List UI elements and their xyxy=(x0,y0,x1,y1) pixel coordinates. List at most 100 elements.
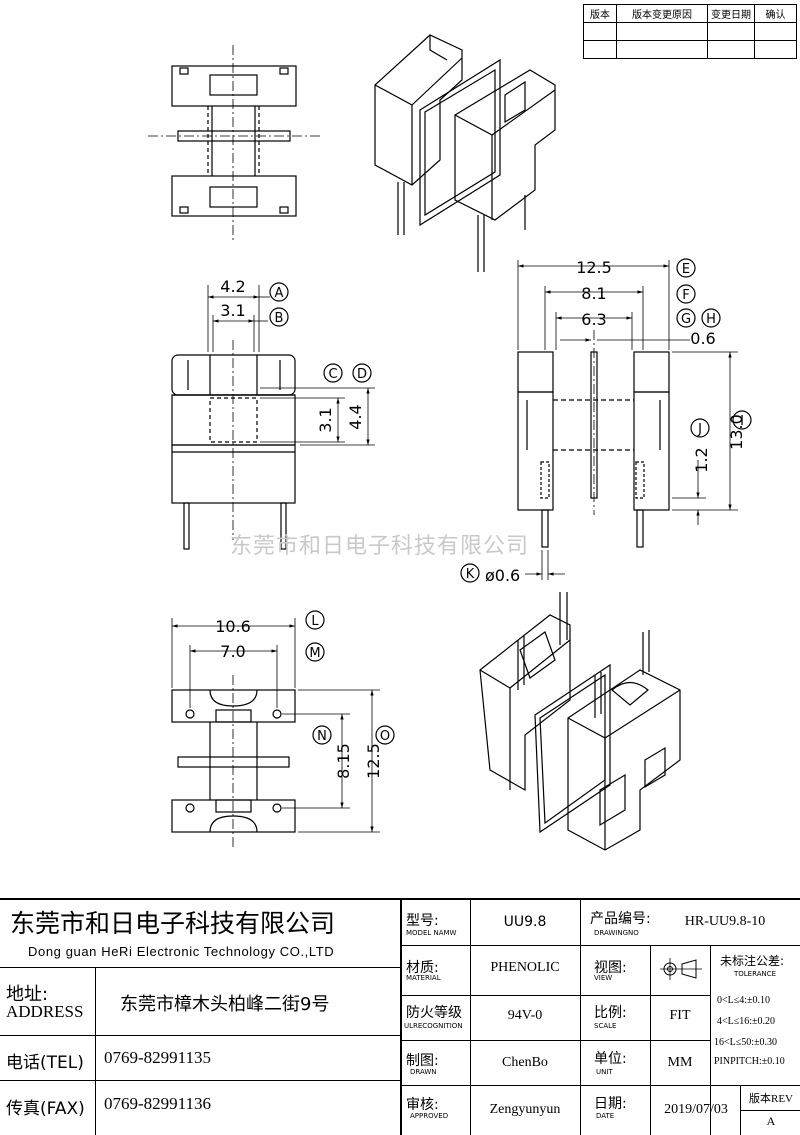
model-label: 型号: xyxy=(406,913,439,929)
isometric-view-top xyxy=(374,34,556,272)
approved-sub: APPROVED xyxy=(410,1112,449,1120)
unit-value: MM xyxy=(667,1055,693,1070)
svg-text:E: E xyxy=(682,262,690,277)
dim-4-4: 4.4 xyxy=(346,404,365,429)
rev-value: A xyxy=(766,1114,776,1128)
scale-label: 比例: xyxy=(594,1005,627,1021)
marker-n: N xyxy=(312,725,332,745)
fax-label: 传真(FAX) xyxy=(6,1099,85,1119)
dim-6-3: 6.3 xyxy=(581,310,606,329)
dim-7-0: 7.0 xyxy=(220,642,245,661)
dim-8-1: 8.1 xyxy=(581,284,606,303)
company-name-cn: 东莞市和日电子科技有限公司 xyxy=(10,909,336,938)
dim-12-5-top: 12.5 xyxy=(576,258,612,277)
dim-8-15: 8.15 xyxy=(334,743,353,779)
drawingno-label: 产品编号: xyxy=(590,911,651,927)
svg-text:F: F xyxy=(682,288,689,303)
dim-phi-0-6: ø0.6 xyxy=(485,566,520,585)
date-value: 2019/07/03 xyxy=(664,1102,728,1117)
tel-value: 0769-82991135 xyxy=(104,1048,212,1067)
ul-sub: ULRECOGNITION xyxy=(404,1022,463,1030)
ul-label: 防火等级 xyxy=(406,1005,462,1021)
rev-cell xyxy=(754,40,797,59)
front-view xyxy=(171,285,375,550)
svg-text:I: I xyxy=(740,414,744,429)
svg-text:A: A xyxy=(275,286,284,301)
drawingno-sub: DRAWINGNO xyxy=(594,929,639,937)
tolerance-1: 0<L≤4:±0.10 xyxy=(717,995,771,1006)
tel-label: 电话(TEL) xyxy=(6,1053,84,1073)
drawn-sub: DRAWN xyxy=(410,1068,437,1076)
marker-l: L xyxy=(305,610,325,630)
marker-h: H xyxy=(701,308,721,328)
top-view xyxy=(148,45,320,240)
tolerance-3: 16<L≤50:±0.30 xyxy=(714,1037,778,1048)
marker-o: O xyxy=(375,725,395,745)
marker-b: B xyxy=(269,307,289,327)
drawn-label: 制图: xyxy=(406,1053,439,1069)
drawingno-value: HR-UU9.8-10 xyxy=(684,914,766,929)
dim-10-6: 10.6 xyxy=(215,617,251,636)
svg-text:M: M xyxy=(309,646,320,661)
marker-e: E xyxy=(676,258,696,278)
fax-value: 0769-82991136 xyxy=(104,1094,212,1113)
svg-text:J: J xyxy=(697,422,702,437)
scale-sub: SCALE xyxy=(594,1022,617,1030)
model-value: UU9.8 xyxy=(503,914,547,930)
dim-4-2: 4.2 xyxy=(220,277,245,296)
svg-text:H: H xyxy=(706,312,716,327)
unit-sub: UNIT xyxy=(596,1068,613,1076)
material-sub: MATERIAL xyxy=(406,974,441,982)
company-name-en: Dong guan HeRi Electronic Technology CO.… xyxy=(28,944,335,959)
date-label: 日期: xyxy=(594,1096,627,1112)
dim-0-6: 0.6 xyxy=(690,329,715,348)
isometric-view-bottom xyxy=(479,592,681,851)
bottom-view xyxy=(171,618,380,850)
dim-3-1-top: 3.1 xyxy=(220,301,245,320)
marker-c: C xyxy=(323,363,343,383)
marker-a: A xyxy=(269,282,289,302)
svg-text:K: K xyxy=(466,567,475,582)
address-label-en: ADDRESS xyxy=(6,1002,84,1021)
marker-d: D xyxy=(352,363,372,383)
view-label: 视图: xyxy=(594,960,627,976)
dim-3-1-side: 3.1 xyxy=(316,407,335,432)
approved-label: 审核: xyxy=(406,1097,439,1113)
model-sub: MODEL NAMW xyxy=(406,929,457,937)
revision-table: 版本 版本变更原因 变更日期 确认 xyxy=(583,4,797,59)
dim-13-0: 13.0 xyxy=(727,414,746,450)
date-sub: DATE xyxy=(596,1112,615,1120)
watermark: 东莞市和日电子科技有限公司 xyxy=(230,534,530,559)
technical-drawing: 12.5 8.1 6.3 0.6 13.0 1.2 ø0.6 4.2 3.1 3… xyxy=(148,34,752,851)
svg-text:B: B xyxy=(275,311,284,326)
rev-label: 版本REV xyxy=(749,1093,793,1105)
tolerance-4: PINPITCH:±0.10 xyxy=(714,1056,785,1067)
marker-m: M xyxy=(305,642,325,662)
ul-value: 94V-0 xyxy=(507,1008,543,1023)
title-block: 东莞市和日电子科技有限公司 Dong guan HeRi Electronic … xyxy=(0,898,800,1135)
marker-i: I xyxy=(732,410,752,430)
scale-value: FIT xyxy=(669,1008,691,1023)
view-sub: VIEW xyxy=(594,974,613,982)
svg-text:D: D xyxy=(357,367,367,382)
svg-text:G: G xyxy=(681,312,691,327)
address-label-cn: 地址: xyxy=(6,984,49,1005)
drawn-value: ChenBo xyxy=(502,1055,548,1070)
dim-1-2: 1.2 xyxy=(692,447,711,472)
svg-text:C: C xyxy=(328,367,337,382)
tolerance-sub: TOLERANCE xyxy=(734,970,777,978)
unit-label: 单位: xyxy=(594,1051,627,1067)
address-value: 东莞市樟木头柏峰二街9号 xyxy=(120,994,330,1015)
marker-f: F xyxy=(676,284,696,304)
dim-12-5-side: 12.5 xyxy=(364,743,383,779)
projection-symbol-icon xyxy=(660,958,702,980)
material-value: PHENOLIC xyxy=(490,960,560,975)
approved-value: Zengyunyun xyxy=(489,1102,561,1117)
svg-text:N: N xyxy=(317,729,327,744)
svg-text:O: O xyxy=(380,729,390,744)
material-label: 材质: xyxy=(406,960,439,976)
marker-j: J xyxy=(690,418,710,438)
side-view xyxy=(517,260,738,580)
tolerance-2: 4<L≤16:±0.20 xyxy=(717,1016,776,1027)
marker-g: G xyxy=(676,308,696,328)
